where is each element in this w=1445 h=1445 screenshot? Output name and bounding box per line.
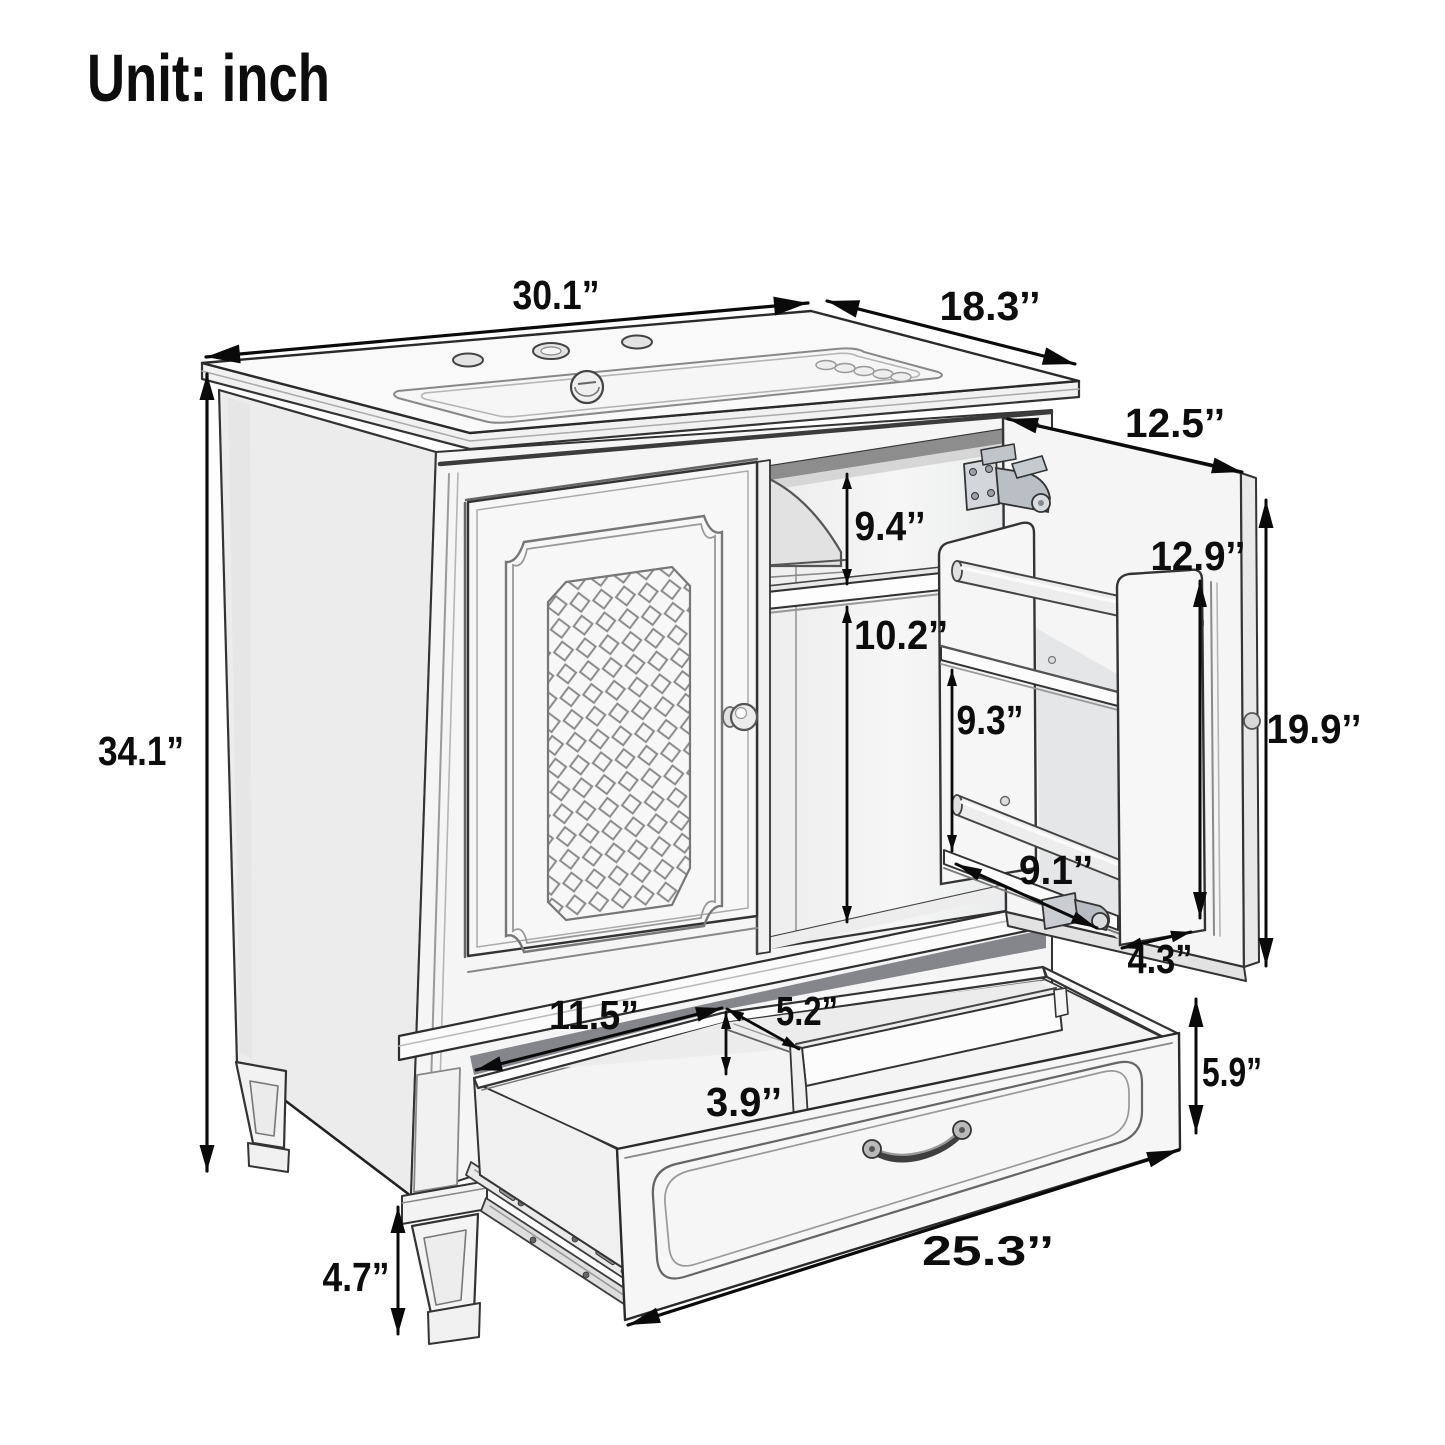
svg-text:5.2”: 5.2”	[776, 988, 838, 1034]
svg-text:Unit: inch: Unit: inch	[87, 41, 330, 116]
svg-text:12.9’’: 12.9’’	[1151, 533, 1246, 579]
svg-text:5.9”: 5.9”	[1202, 1049, 1262, 1095]
svg-text:4.3”: 4.3”	[1128, 936, 1193, 982]
svg-text:30.1”: 30.1”	[513, 272, 600, 318]
svg-text:4.7”: 4.7”	[323, 1254, 390, 1300]
svg-text:18.3’’: 18.3’’	[940, 283, 1041, 329]
svg-text:34.1”: 34.1”	[98, 728, 184, 774]
svg-text:11.5”: 11.5”	[549, 992, 639, 1038]
svg-text:10.2’’: 10.2’’	[854, 612, 948, 658]
svg-text:19.9’’: 19.9’’	[1267, 706, 1362, 752]
svg-text:9.1’’: 9.1’’	[1019, 847, 1093, 893]
svg-text:9.3”: 9.3”	[957, 697, 1024, 743]
svg-text:9.4’’: 9.4’’	[855, 503, 926, 549]
svg-text:12.5’’: 12.5’’	[1125, 400, 1225, 446]
svg-text:3.9’’: 3.9’’	[706, 1079, 782, 1125]
svg-text:25.3’’: 25.3’’	[922, 1227, 1054, 1274]
